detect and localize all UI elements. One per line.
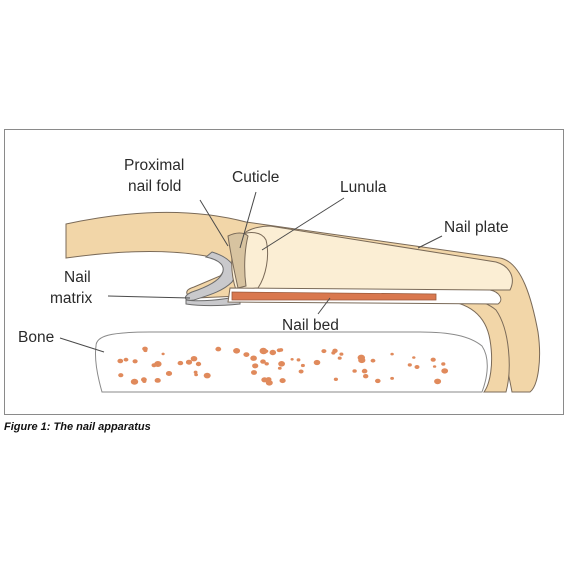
label-proximal-nail-fold-2: nail fold: [128, 178, 181, 195]
bone-dot: [290, 358, 294, 361]
bone-dot: [151, 363, 157, 368]
bone-dot: [185, 359, 193, 365]
bone-dot: [313, 359, 321, 366]
bone-dot: [358, 357, 366, 364]
bone-dot: [130, 378, 139, 385]
bone-dot: [331, 351, 336, 355]
bone-dot: [117, 358, 124, 364]
bone-dot: [259, 347, 267, 354]
bone-dot: [143, 348, 148, 353]
bone-dot: [321, 349, 327, 354]
label-proximal-nail-fold-1: Proximal: [124, 157, 184, 174]
bone-dot: [233, 348, 241, 354]
bone-dot: [261, 377, 268, 383]
bone-dot: [251, 370, 257, 375]
bone-dot: [118, 373, 124, 378]
bone-dot: [278, 361, 285, 367]
leader-nail-bed: [317, 297, 331, 315]
label-nail-matrix-1: Nail: [64, 269, 91, 286]
bone-dot: [243, 352, 250, 357]
bone-dot: [298, 369, 304, 374]
bone-dot: [370, 358, 376, 363]
label-cuticle: Cuticle: [232, 169, 279, 186]
bone-dot: [154, 378, 161, 383]
leader-nail-matrix: [107, 295, 191, 299]
bone-dot: [195, 361, 202, 367]
bone-dot: [269, 349, 277, 356]
bone-dot: [363, 374, 369, 379]
bone-dot: [352, 369, 357, 373]
leader-proximal-nail-fold: [199, 199, 229, 247]
bone-dot: [194, 373, 199, 377]
bone-dot: [177, 360, 184, 366]
bone-dot: [375, 378, 381, 384]
bone-dot: [407, 363, 412, 367]
bone-dot: [296, 358, 301, 362]
bone-dot: [215, 346, 222, 352]
cuticle: [227, 232, 249, 289]
bone-dot: [276, 348, 282, 353]
bone-dots: [117, 346, 449, 386]
nail-bed: [231, 291, 437, 301]
bone-dot: [142, 379, 147, 383]
bone-dot: [161, 352, 165, 356]
label-lunula: Lunula: [340, 179, 387, 196]
bone-dot: [165, 371, 173, 376]
bone-dot: [412, 356, 416, 359]
bone-dot: [277, 366, 282, 370]
bone-dot: [265, 380, 273, 386]
bone-dot: [441, 362, 446, 366]
leader-lunula: [261, 197, 345, 251]
bone-dot: [252, 363, 259, 369]
label-nail-plate: Nail plate: [444, 219, 509, 236]
bone-dot: [333, 377, 338, 381]
bone-dot: [193, 370, 198, 374]
bone-dot: [432, 365, 437, 368]
bone-dot: [443, 370, 447, 374]
label-nail-matrix-2: matrix: [50, 290, 92, 307]
bone-dot: [132, 359, 138, 364]
nail-matrix-lower: [185, 295, 241, 306]
bone-dot: [339, 352, 344, 356]
bone-dot: [264, 362, 269, 366]
bone-dot: [250, 355, 257, 361]
bone-dot: [190, 356, 198, 362]
figure-frame: [4, 129, 564, 415]
bone-dot: [300, 363, 305, 368]
bone-dot: [434, 378, 442, 385]
bone-dot: [361, 368, 368, 374]
bone-dot: [123, 357, 129, 362]
bone-dot: [337, 356, 342, 360]
leader-cuticle: [239, 191, 257, 249]
bone-dot: [390, 352, 394, 356]
label-nail-bed: Nail bed: [282, 317, 339, 334]
bone-dot: [390, 376, 394, 380]
leader-bone: [59, 337, 105, 353]
leader-nail-plate: [417, 235, 443, 249]
figure-caption: Figure 1: The nail apparatus: [4, 421, 151, 433]
bone-dot: [260, 359, 266, 364]
label-bone: Bone: [18, 329, 54, 346]
bone-dot: [430, 357, 436, 362]
bone: [95, 331, 488, 393]
bone-dot: [203, 372, 211, 379]
bone-dot: [279, 378, 286, 384]
bone-dot: [414, 365, 420, 369]
